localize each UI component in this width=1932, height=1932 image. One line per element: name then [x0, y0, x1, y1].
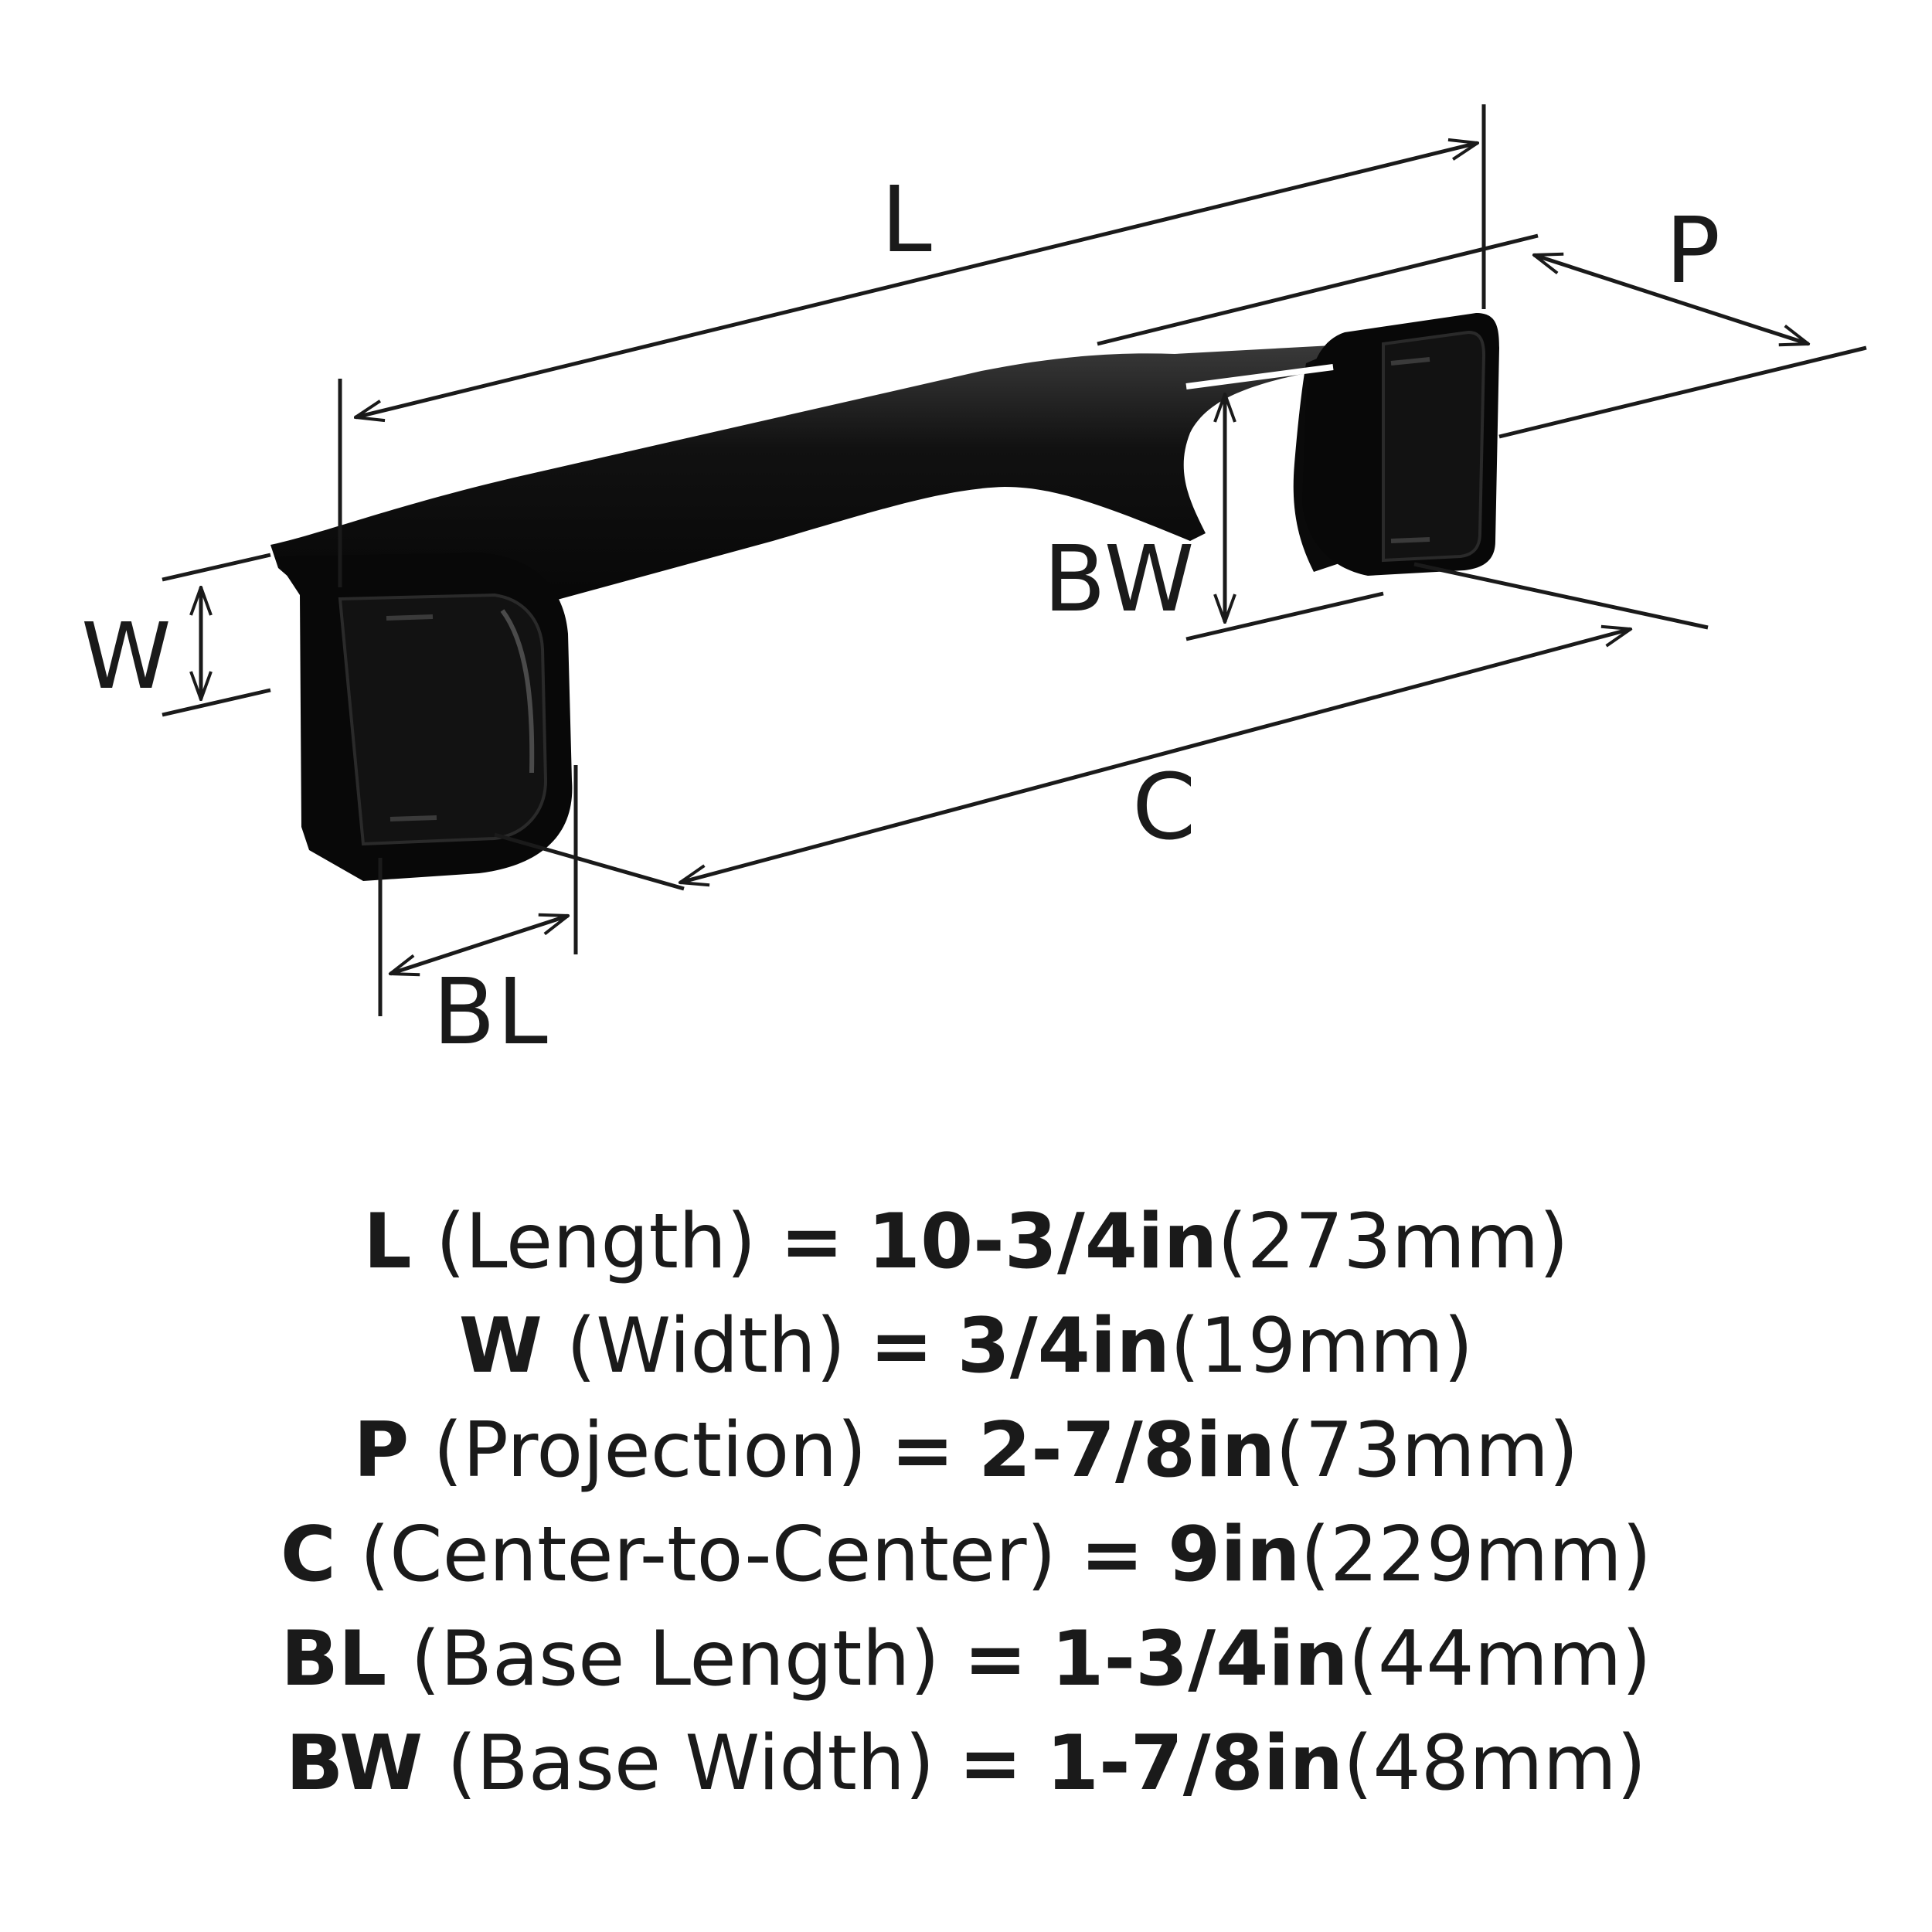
l-dimension-arrow: [355, 143, 1478, 417]
cabinet-pull-handle: [270, 313, 1499, 881]
c-extension-left: [494, 832, 685, 891]
p-dimension-arrow: [1534, 255, 1808, 344]
spec-projection: P (Projection) = 2-7/8in(73mm): [353, 1406, 1579, 1495]
dimension-labels: L P W BW C BL: [81, 166, 1722, 1065]
dimension-lines: [162, 104, 1867, 1016]
c-extension-right: [1413, 562, 1709, 630]
w-extension-upper: [162, 553, 271, 582]
spec-length: L (Length) = 10-3/4in(273mm): [363, 1198, 1569, 1286]
handle-dimension-diagram: L P W BW C BL: [81, 104, 1867, 1065]
spec-center-to-center: C (Center-to-Center) = 9in(229mm): [280, 1511, 1652, 1599]
spec-base-width: BW (Base Width) = 1-7/8in(48mm): [285, 1719, 1647, 1808]
label-l: L: [881, 166, 934, 273]
label-c: C: [1132, 753, 1197, 860]
w-extension-lower: [162, 688, 271, 717]
p-extension-upper: [1097, 233, 1539, 346]
label-p: P: [1665, 197, 1722, 304]
spec-base-length: BL (Base Length) = 1-3/4in(44mm): [281, 1615, 1651, 1703]
label-w: W: [81, 603, 173, 709]
dimension-spec-list: L (Length) = 10-3/4in(273mm) W (Width) =…: [0, 1190, 1932, 1816]
p-extension-lower: [1498, 345, 1867, 439]
right-base-face-detail: [1382, 330, 1486, 563]
left-base-face-detail: [338, 593, 548, 846]
label-bl: BL: [433, 958, 549, 1065]
label-bw: BW: [1043, 526, 1196, 632]
bw-extension-upper: [1185, 364, 1334, 389]
bw-extension-lower: [1185, 591, 1384, 641]
spec-width: W (Width) = 3/4in(19mm): [458, 1302, 1474, 1390]
c-dimension-arrow: [680, 629, 1631, 883]
bl-dimension-arrow: [390, 916, 568, 974]
